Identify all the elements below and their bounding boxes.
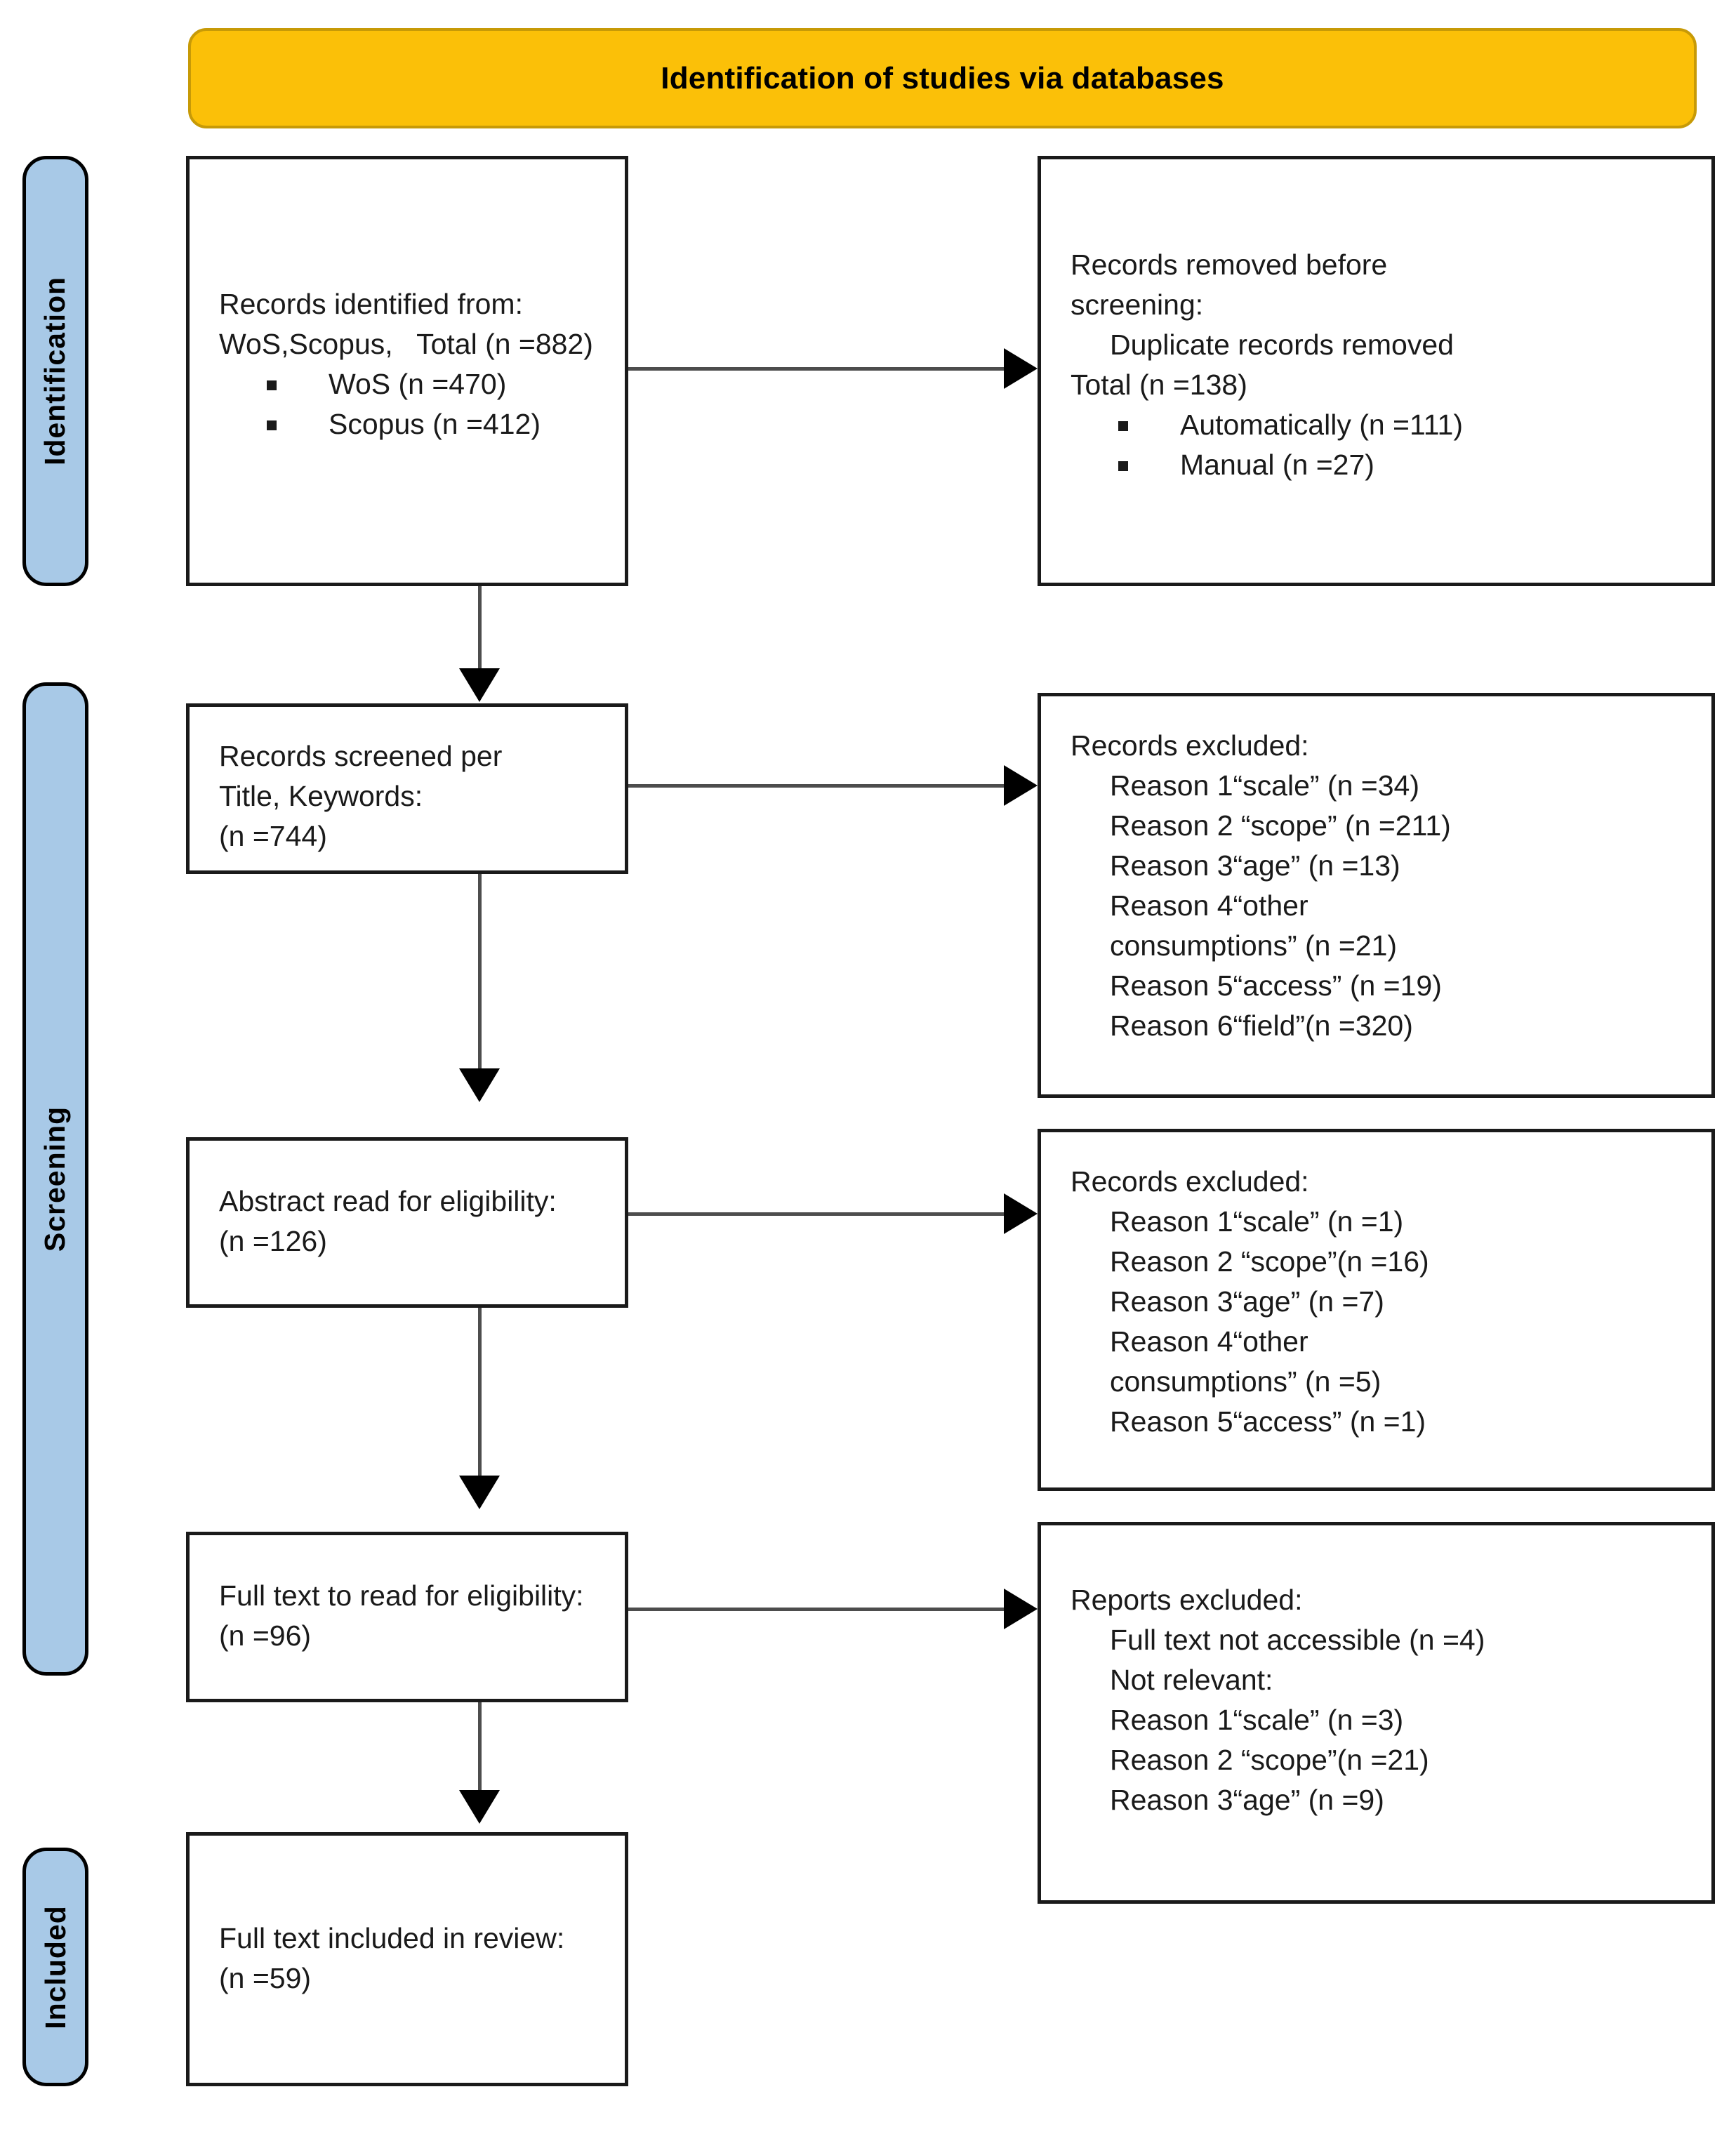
fulltext-line-1: Full text to read for eligibility: — [219, 1579, 584, 1612]
records-removed-line-1: Records removed before — [1071, 245, 1693, 285]
abstract-line-2: (n =126) — [219, 1225, 327, 1257]
box-records-removed-before-screening: Records removed before screening: Duplic… — [1038, 156, 1715, 586]
arrowhead-abstract-to-fulltext — [459, 1476, 500, 1509]
records-removed-line-1-b: before — [1305, 248, 1388, 281]
records-excluded-2-reason-1: Reason 1“scale” (n =1) — [1110, 1205, 1404, 1238]
records-removed-line-4: Total (n =138) — [1071, 369, 1247, 401]
records-removed-line-2-b: screening — [1071, 289, 1195, 321]
box-records-screened: Records screened per Title, Keywords: (n… — [186, 703, 628, 874]
box-fulltext-included-review: Full text included in review: (n =59) — [186, 1832, 628, 2086]
phase-label-identification: Identification — [22, 156, 88, 586]
records-excluded-1-reason-2: Reason 2 “scope” (n =211) — [1110, 809, 1451, 842]
records-identified-line-2: WoS,Scopus, Total (n =882) — [219, 328, 593, 360]
box-records-excluded-abstract: Records excluded: Reason 1“scale” (n =1)… — [1038, 1129, 1715, 1491]
included-line-1: Full text included in review: — [219, 1922, 565, 1954]
arrowhead-abstract-to-excluded — [1004, 1193, 1038, 1234]
reports-excluded-reason-3: Reason 3“age” (n =9) — [1110, 1784, 1384, 1816]
arrowhead-screened-to-abstract — [459, 1068, 500, 1102]
reports-excluded-reason-2: Reason 2 “scope”(n =21) — [1110, 1744, 1429, 1776]
records-excluded-2-reason-2: Reason 2 “scope”(n =16) — [1110, 1245, 1429, 1278]
records-screened-line-1: Records screened per — [219, 740, 503, 772]
records-identified-line-1: Records identified from: — [219, 288, 523, 320]
arrowhead-fulltext-to-reports-excluded — [1004, 1589, 1038, 1629]
records-removed-line-1-a: Records removed — [1071, 248, 1306, 281]
records-removed-line-2-a: : — [1195, 289, 1204, 321]
connector-screened-to-excluded — [628, 784, 1004, 788]
list-item: Scopus (n =412) — [219, 404, 607, 444]
banner-title: Identification of studies via databases — [661, 60, 1224, 95]
records-identified-bullet-2: Scopus (n =412) — [329, 408, 541, 440]
list-item: WoS (n =470) — [219, 364, 607, 404]
phase-label-included-text: Included — [39, 1904, 72, 2029]
records-excluded-2-reason-5: Reason 5“access” (n =1) — [1110, 1405, 1426, 1438]
arrowhead-identified-to-screened — [459, 668, 500, 702]
list-item: Automatically (n =111) — [1071, 405, 1693, 445]
phase-label-identification-text: Identification — [39, 276, 72, 466]
reports-excluded-reason-1: Reason 1“scale” (n =3) — [1110, 1704, 1404, 1736]
arrowhead-fulltext-to-included — [459, 1790, 500, 1824]
records-excluded-1-reason-3: Reason 3“age” (n =13) — [1110, 849, 1400, 882]
records-excluded-1-reason-4-cont: consumptions” (n =21) — [1110, 929, 1398, 962]
records-excluded-1-reason-5: Reason 5“access” (n =19) — [1110, 969, 1442, 1002]
connector-identified-to-screened — [478, 586, 482, 672]
records-excluded-1-heading: Records excluded: — [1071, 729, 1309, 762]
square-bullet-icon — [1118, 421, 1128, 431]
records-excluded-2-heading: Records excluded: — [1071, 1165, 1309, 1198]
records-excluded-1-reason-6: Reason 6“field”(n =320) — [1110, 1009, 1413, 1042]
included-line-2: (n =59) — [219, 1962, 312, 1994]
phase-label-included: Included — [22, 1848, 88, 2086]
box-abstract-read-eligibility: Abstract read for eligibility: (n =126) — [186, 1137, 628, 1308]
records-removed-bullet-1: Automatically (n =111) — [1180, 409, 1463, 441]
records-removed-bullet-2: Manual (n =27) — [1180, 449, 1374, 481]
phase-label-screening-text: Screening — [39, 1106, 72, 1252]
records-screened-line-2: Title, Keywords: — [219, 780, 423, 812]
connector-abstract-to-fulltext — [478, 1308, 482, 1479]
box-fulltext-read-eligibility: Full text to read for eligibility: (n =9… — [186, 1532, 628, 1702]
square-bullet-icon — [267, 420, 277, 430]
records-removed-line-3: Duplicate records removed — [1110, 329, 1454, 361]
arrowhead-screened-to-excluded — [1004, 765, 1038, 806]
connector-abstract-to-excluded — [628, 1212, 1004, 1216]
records-screened-line-3: (n =744) — [219, 820, 327, 852]
banner-identification-databases: Identification of studies via databases — [188, 28, 1697, 128]
records-excluded-2-reason-3: Reason 3“age” (n =7) — [1110, 1285, 1384, 1318]
square-bullet-icon — [267, 380, 277, 390]
connector-screened-to-abstract — [478, 874, 482, 1072]
connector-fulltext-to-reports-excluded — [628, 1608, 1004, 1611]
records-excluded-2-reason-4: Reason 4“other — [1110, 1325, 1308, 1358]
box-records-identified: Records identified from: WoS,Scopus, Tot… — [186, 156, 628, 586]
fulltext-line-2: (n =96) — [219, 1619, 312, 1652]
records-excluded-2-reason-4-cont: consumptions” (n =5) — [1110, 1365, 1381, 1398]
records-identified-bullet-1: WoS (n =470) — [329, 368, 507, 400]
phase-label-screening: Screening — [22, 682, 88, 1676]
reports-excluded-line-2: Not relevant: — [1110, 1664, 1273, 1696]
connector-identified-to-removed — [628, 367, 1004, 371]
records-removed-line-2: screening: — [1071, 285, 1693, 325]
records-excluded-1-reason-4: Reason 4“other — [1110, 889, 1308, 922]
reports-excluded-heading: Reports excluded: — [1071, 1584, 1303, 1616]
box-reports-excluded: Reports excluded: Full text not accessib… — [1038, 1522, 1715, 1904]
arrowhead-identified-to-removed — [1004, 348, 1038, 389]
reports-excluded-line-1: Full text not accessible (n =4) — [1110, 1624, 1485, 1656]
list-item: Manual (n =27) — [1071, 445, 1693, 485]
connector-fulltext-to-included — [478, 1702, 482, 1794]
box-records-excluded-screening: Records excluded: Reason 1“scale” (n =34… — [1038, 693, 1715, 1098]
abstract-line-1: Abstract read for eligibility: — [219, 1185, 557, 1217]
square-bullet-icon — [1118, 461, 1128, 471]
records-excluded-1-reason-1: Reason 1“scale” (n =34) — [1110, 769, 1419, 802]
